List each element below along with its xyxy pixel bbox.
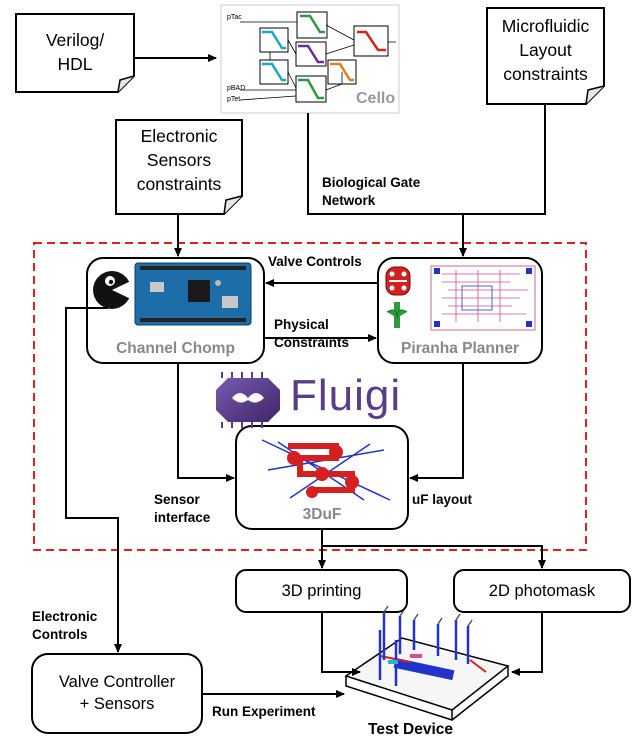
sensor-interface-line-1: Sensor — [154, 492, 200, 507]
promoter-ptet: pTet — [227, 96, 241, 103]
biological-gate-label: Biological Gate Network — [322, 174, 420, 210]
verilog-line-2: HDL — [57, 54, 93, 74]
connector-arrows — [65, 54, 546, 698]
sensor-interface-line-2: interface — [154, 510, 211, 525]
electronic-controls-label: Electronic Controls — [32, 608, 97, 644]
cello-circuit-figure — [220, 4, 400, 114]
physical-constraints-line-2: Constraints — [274, 335, 350, 350]
valve-controller-line-1: Valve Controller — [58, 673, 176, 691]
run-experiment-label: Run Experiment — [212, 704, 316, 719]
electronic-controls-line-1: Electronic — [32, 609, 98, 624]
electronic-sensors-line-1: Electronic — [140, 126, 218, 146]
arduino-board-image — [134, 262, 252, 326]
biological-gate-line-2: Network — [322, 193, 376, 208]
electronic-sensors-line-3: constraints — [136, 174, 222, 194]
printing-label: 3D printing — [281, 582, 362, 600]
threeduf-title: 3DuF — [302, 506, 342, 523]
fluigi-logo-text: Fluigi — [290, 371, 402, 420]
test-device-label: Test Device — [368, 721, 454, 738]
microfluidic-label: Microfluidic Layout constraints — [487, 14, 604, 86]
microfluidic-line-3: constraints — [503, 64, 588, 84]
valve-controls-label: Valve Controls — [268, 254, 362, 269]
microfluidic-line-2: Layout — [519, 40, 572, 60]
physical-constraints-line-1: Physical — [274, 317, 329, 332]
chomp-character-icon — [93, 271, 133, 309]
piranha-planner-title: Piranha Planner — [400, 340, 519, 357]
channel-chomp-title: Channel Chomp — [116, 340, 235, 357]
test-device-image — [344, 605, 510, 721]
valve-controller-label: Valve Controller + Sensors — [32, 671, 202, 715]
electronic-sensors-label: Electronic Sensors constraints — [116, 124, 242, 196]
verilog-label: Verilog/ HDL — [16, 28, 134, 76]
fluigi-chip-icon — [216, 372, 280, 428]
promoter-pbad: pBAD — [227, 85, 246, 92]
uf-layout-label: uF layout — [412, 492, 472, 507]
biological-gate-line-1: Biological Gate — [322, 175, 421, 190]
verilog-line-1: Verilog/ — [45, 30, 105, 50]
cello-title: Cello — [356, 90, 396, 107]
planner-layout-image — [430, 265, 536, 331]
sensor-interface-label: Sensor interface — [154, 491, 210, 527]
fluigi-boundary — [33, 242, 587, 551]
physical-constraints-label: Physical Constraints — [274, 316, 349, 352]
microfluidic-line-1: Microfluidic — [501, 16, 590, 36]
electronic-sensors-line-2: Sensors — [146, 150, 212, 170]
electronic-controls-line-2: Controls — [32, 627, 88, 642]
valve-controller-line-2: + Sensors — [79, 695, 155, 713]
piranha-plant-icon — [385, 266, 411, 328]
photomask-label: 2D photomask — [488, 582, 596, 600]
threeduf-device-image — [261, 439, 391, 501]
promoter-ptac: pTac — [227, 14, 242, 21]
